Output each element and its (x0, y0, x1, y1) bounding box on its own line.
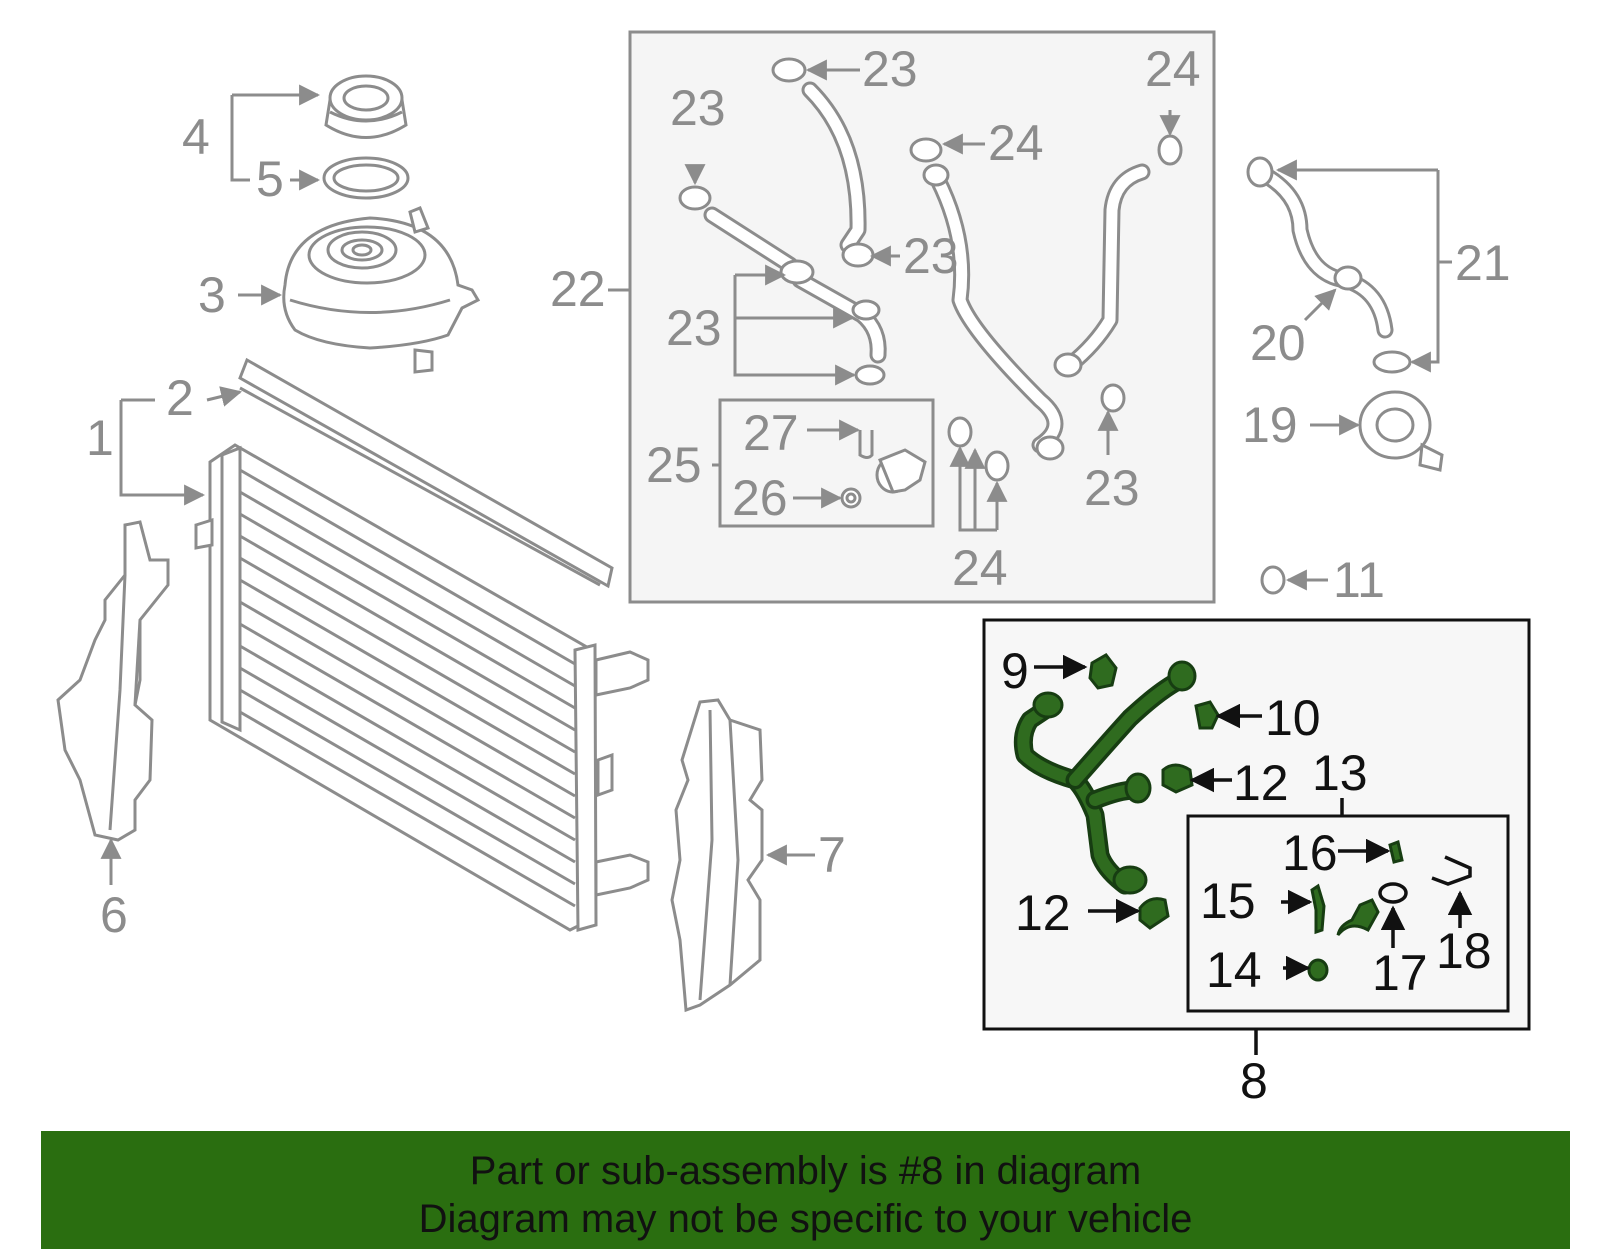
callout-22: 22 (550, 261, 606, 317)
callout-15: 15 (1200, 873, 1256, 929)
callout-labels: 1 2 3 4 5 6 7 11 19 20 21 22 23 23 23 23… (86, 41, 1511, 943)
part-8-coolant-pipe (1013, 660, 1197, 895)
callout-19: 19 (1242, 397, 1298, 453)
part-2-strip (238, 357, 614, 589)
callout-5: 5 (256, 151, 284, 207)
callout-27: 27 (743, 405, 799, 461)
callout-20: 20 (1250, 315, 1306, 371)
callout-18: 18 (1436, 923, 1492, 979)
leader-lines (100, 59, 1452, 885)
callout-10: 10 (1265, 690, 1321, 746)
callout-4: 4 (182, 109, 210, 165)
parts-17-18-outline (1378, 855, 1472, 904)
callout-12b: 12 (1015, 885, 1071, 941)
part-6-air-guide (56, 520, 170, 842)
callout-2: 2 (166, 370, 194, 426)
callout-23b: 23 (670, 80, 726, 136)
part-11-clamp (1260, 565, 1286, 595)
callout-24c: 24 (952, 540, 1008, 596)
callout-12a: 12 (1233, 755, 1289, 811)
callout-24a: 24 (1145, 41, 1201, 97)
callout-23c: 23 (903, 228, 959, 284)
callout-26: 26 (732, 470, 788, 526)
part-19-pump (1358, 390, 1444, 472)
callout-24b: 24 (988, 115, 1044, 171)
callout-1: 1 (86, 410, 114, 466)
callout-labels-box-8: 8 9 10 12 12 13 14 15 16 17 18 (1001, 643, 1492, 1109)
part-1-radiator (194, 443, 650, 932)
callout-9: 9 (1001, 643, 1029, 699)
callout-3: 3 (198, 267, 226, 323)
callout-6: 6 (100, 887, 128, 943)
clamps-group-22 (678, 57, 1183, 482)
callout-13: 13 (1312, 745, 1368, 801)
banner-part-note: Part or sub-assembly is #8 in diagram (469, 1149, 1142, 1193)
part-7-air-guide (670, 698, 764, 1013)
hoses-group-22 (703, 81, 1151, 454)
banner-disclaimer: Diagram may not be specific to your vehi… (418, 1197, 1193, 1241)
callout-14: 14 (1206, 942, 1262, 998)
callout-23e: 23 (1084, 460, 1140, 516)
part-4-cap (324, 74, 408, 139)
callout-25: 25 (646, 437, 702, 493)
callout-17: 17 (1372, 945, 1428, 1001)
callout-11: 11 (1333, 552, 1385, 608)
callout-16: 16 (1282, 825, 1338, 881)
info-banner: Part or sub-assembly is #8 in diagram Di… (41, 1131, 1570, 1249)
part-5-seal (322, 156, 410, 200)
callout-23d: 23 (666, 300, 722, 356)
callout-7: 7 (818, 827, 846, 883)
highlighted-small-parts (1088, 653, 1404, 982)
callout-8: 8 (1240, 1053, 1268, 1109)
part-3-expansion-tank (282, 206, 481, 374)
leader-lines-box-8 (1034, 654, 1473, 1055)
part-21-hose (1246, 156, 1412, 374)
callout-21: 21 (1455, 235, 1511, 291)
callout-23a: 23 (862, 41, 918, 97)
